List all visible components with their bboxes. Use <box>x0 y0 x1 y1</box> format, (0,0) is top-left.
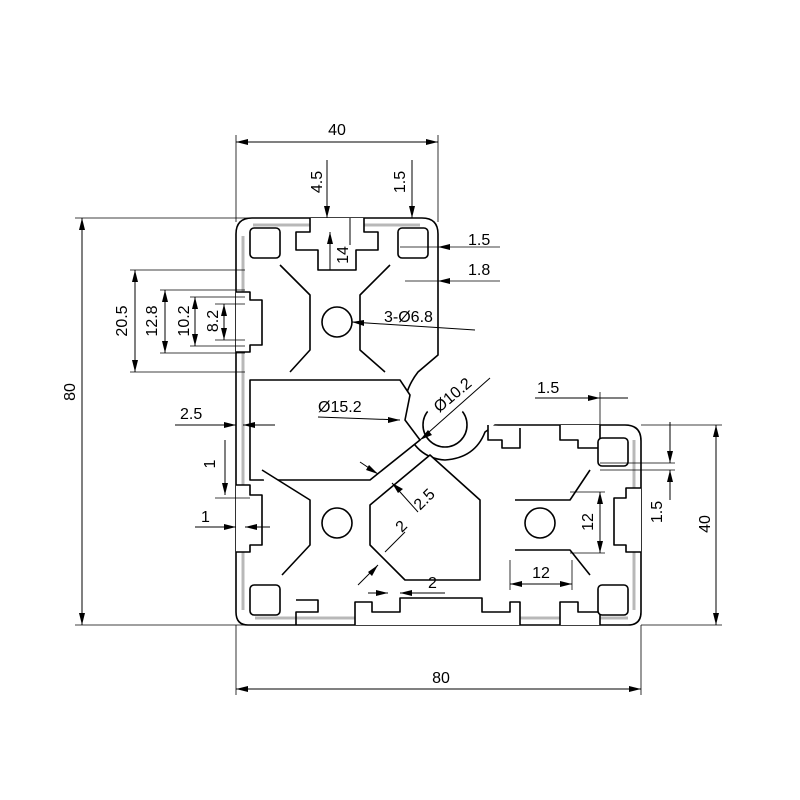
right-t-slot <box>613 487 641 553</box>
dim-lip-left-1: 1 <box>202 459 219 468</box>
dim-bottom-width: 80 <box>432 670 450 687</box>
left-lower-t-slot <box>236 484 263 553</box>
dim-slot-opening: 4.5 <box>309 171 326 193</box>
dim-rib-width-v: 12 <box>580 513 597 531</box>
dim-lip-right-1: 1.5 <box>468 232 490 249</box>
dim-right-top-lip: 1.5 <box>537 380 559 397</box>
dim-lip-lower-right: 1.5 <box>649 501 666 523</box>
top-t-slot <box>295 218 379 271</box>
dim-top-width: 40 <box>328 122 346 139</box>
dim-slot-depth: 14 <box>335 246 352 264</box>
dim-slot-height-1: 12.8 <box>144 305 161 336</box>
dim-rib-width-h: 12 <box>532 565 550 582</box>
dim-lip-left-2: 1 <box>201 509 210 526</box>
dim-right-height: 40 <box>697 515 714 533</box>
dimension-lines <box>75 135 722 695</box>
bottom-mid-slot <box>354 597 521 625</box>
bottom-left-t-slot <box>295 599 319 625</box>
pocket-right-top <box>597 437 629 467</box>
pocket-top-right <box>397 227 429 259</box>
dim-center-bore: Ø15.2 <box>318 399 362 416</box>
pocket-bottom-left <box>249 584 281 616</box>
dim-holes: 3-Ø6.8 <box>384 309 433 326</box>
dim-total-height: 80 <box>62 383 79 401</box>
center-bore-cover <box>423 376 467 420</box>
dim-slot-height-outer: 20.5 <box>114 305 131 336</box>
mount-hole-2 <box>321 507 353 539</box>
dim-wall-left: 2.5 <box>180 406 202 423</box>
dim-wall-top: 1.5 <box>392 171 409 193</box>
mount-hole-3 <box>524 507 556 539</box>
pocket-bottom-right <box>597 584 629 616</box>
left-upper-t-slot <box>236 291 263 353</box>
web-hole-2 <box>261 469 311 576</box>
pocket-top-left <box>249 227 281 259</box>
dim-slot-height-3: 8.2 <box>205 310 222 332</box>
dim-rib-2: 2 <box>428 575 437 592</box>
profile-body <box>235 217 642 626</box>
web-hole-3 <box>515 469 591 576</box>
dim-slot-height-2: 10.2 <box>176 305 193 336</box>
dim-lip-right-2: 1.8 <box>468 262 490 279</box>
mount-hole-1 <box>321 306 353 338</box>
